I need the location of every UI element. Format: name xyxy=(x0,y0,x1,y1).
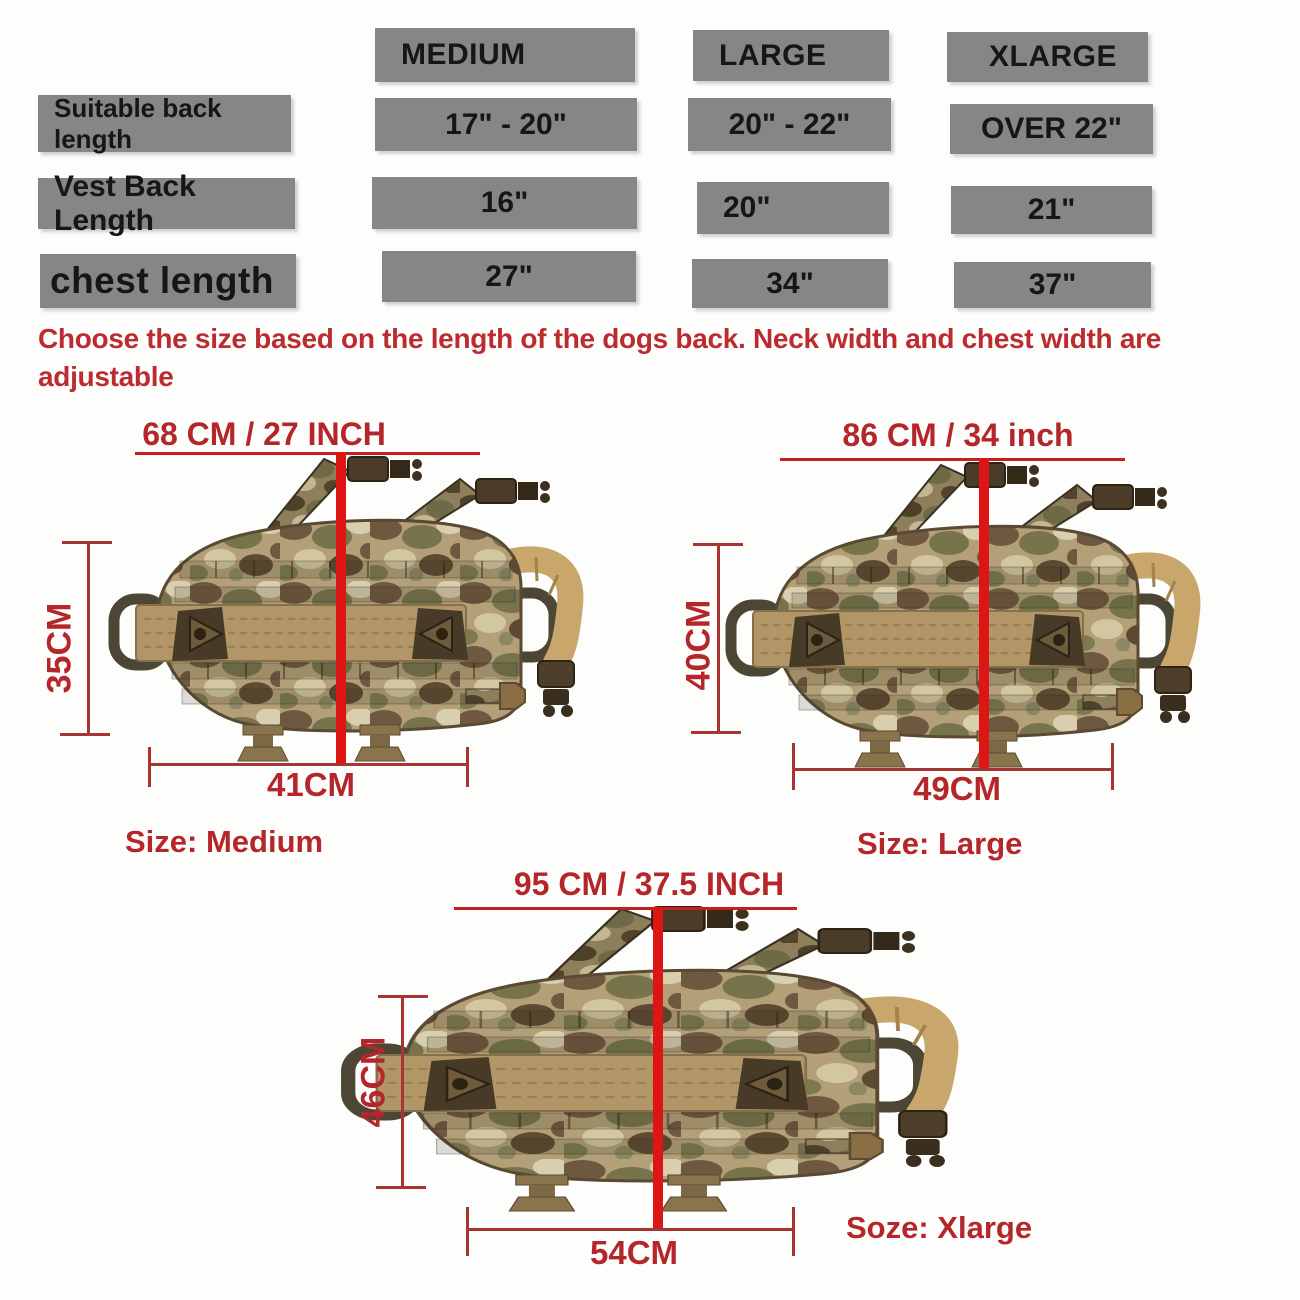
xlarge-width-dim-tick-left xyxy=(466,1207,469,1256)
medium-width-dim-tick-left xyxy=(148,747,151,787)
large-width-label: 49CM xyxy=(912,770,1002,807)
table-cell-vestback-large: 20" xyxy=(697,182,889,234)
xlarge-width-dim-tick-right xyxy=(792,1207,795,1256)
large-top-length-label: 86 CM / 34 inch xyxy=(842,417,1074,453)
table-row-label-vest-back-length: Vest Back Length xyxy=(38,170,295,237)
large-width-dim-line xyxy=(793,768,1113,771)
xlarge-height-label: 46CM xyxy=(354,1036,393,1128)
medium-size-label: Size: Medium xyxy=(125,824,324,859)
medium-width-dim-line xyxy=(149,763,468,766)
xlarge-height-dim-tick-top xyxy=(378,995,428,998)
medium-height-dim-line xyxy=(87,543,90,736)
medium-top-length-label: 68 CM / 27 INCH xyxy=(142,416,386,452)
large-height-dim-tick-bottom xyxy=(691,731,741,734)
table-cell-vestback-medium: 16" xyxy=(372,177,637,229)
large-width-dim-tick-left xyxy=(792,743,795,790)
large-back-length-line xyxy=(979,458,989,770)
vest-illustration-medium xyxy=(100,453,600,773)
xlarge-top-length-line xyxy=(454,907,797,910)
large-height-dim-line xyxy=(717,545,720,734)
table-row-label-chest-length: chest length xyxy=(40,254,296,308)
table-header-large: LARGE xyxy=(693,30,889,81)
table-cell-suitable-medium: 17" - 20" xyxy=(375,98,637,151)
xlarge-top-length-label: 95 CM / 37.5 INCH xyxy=(513,866,785,902)
xlarge-back-length-line xyxy=(653,907,663,1229)
vest-illustration-large xyxy=(717,459,1217,779)
medium-top-length-line xyxy=(135,452,480,455)
sizing-note: Choose the size based on the length of t… xyxy=(38,323,1161,393)
xlarge-height-dim-tick-bottom xyxy=(376,1186,426,1189)
medium-height-dim-tick-top xyxy=(62,541,112,544)
table-cell-chest-medium: 27" xyxy=(382,251,636,302)
large-height-label: 40CM xyxy=(679,599,718,691)
xlarge-width-dim-line xyxy=(467,1228,794,1231)
medium-width-label: 41CM xyxy=(266,766,356,803)
xlarge-height-dim-line xyxy=(401,997,404,1188)
table-cell-suitable-xlarge: OVER 22" xyxy=(950,104,1153,154)
table-cell-chest-large: 34" xyxy=(692,259,888,308)
table-header-medium: MEDIUM xyxy=(375,28,635,82)
large-top-length-line xyxy=(780,458,1125,461)
large-size-label: Size: Large xyxy=(857,826,1023,861)
medium-width-dim-tick-right xyxy=(466,747,469,787)
table-cell-vestback-xlarge: 21" xyxy=(951,186,1152,234)
xlarge-size-label: Soze: Xlarge xyxy=(846,1210,1033,1245)
large-height-dim-tick-top xyxy=(693,543,743,546)
table-cell-chest-xlarge: 37" xyxy=(954,262,1151,308)
table-cell-suitable-large: 20" - 22" xyxy=(688,98,891,151)
xlarge-width-label: 54CM xyxy=(589,1234,679,1271)
table-row-label-suitable-back-length: Suitable back length xyxy=(38,93,291,154)
medium-back-length-line xyxy=(336,452,346,766)
large-width-dim-tick-right xyxy=(1111,743,1114,790)
medium-height-dim-tick-bottom xyxy=(60,733,110,736)
table-header-xlarge: XLARGE xyxy=(947,32,1148,82)
medium-height-label: 35CM xyxy=(40,602,79,694)
